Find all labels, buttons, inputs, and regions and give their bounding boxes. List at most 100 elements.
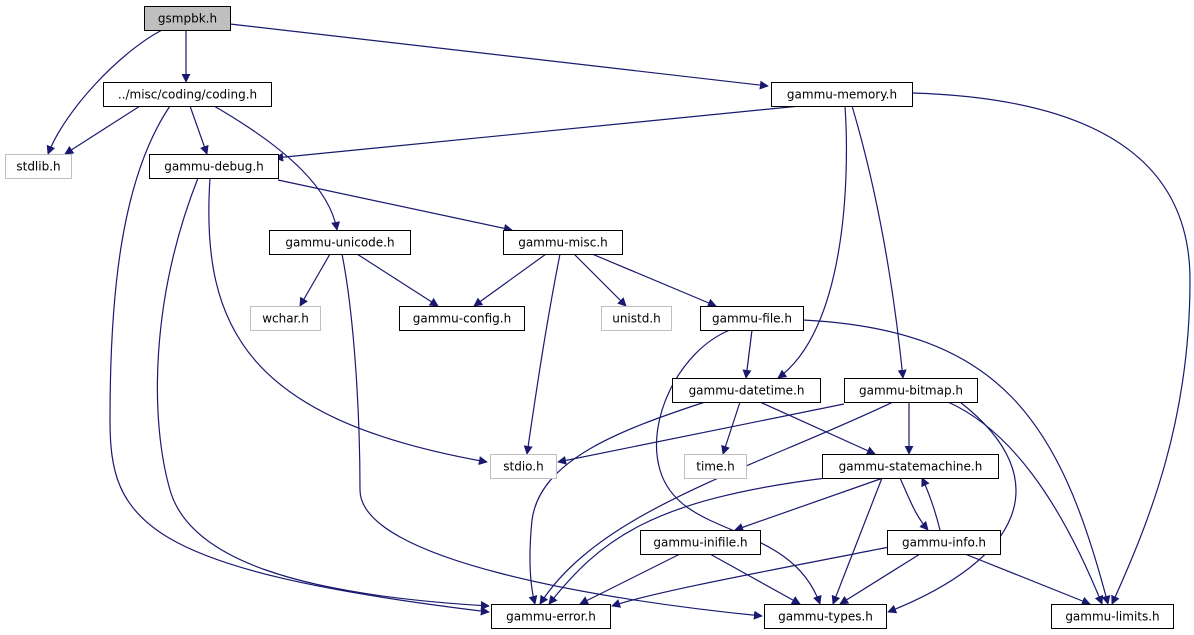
edge-info-to-error bbox=[611, 546, 890, 608]
node-box-coding bbox=[103, 82, 272, 107]
node-label-limits: gammu-limits.h bbox=[1065, 610, 1159, 624]
edge-datetime-to-error bbox=[528, 401, 706, 605]
edge-info-to-types bbox=[839, 553, 921, 605]
node-label-statemachine: gammu-statemachine.h bbox=[839, 460, 983, 474]
node-label-coding: ../misc/coding/coding.h bbox=[118, 88, 257, 102]
node-inifile[interactable]: gammu-inifile.h bbox=[640, 530, 761, 555]
edge-inifile-to-error bbox=[579, 553, 681, 605]
edge-coding-to-error bbox=[109, 105, 490, 616]
edge-coding-to-stdlib bbox=[64, 105, 141, 155]
nodes-layer: gsmpbk.h ../misc/coding/coding.h gammu-mem… bbox=[5, 6, 1174, 629]
node-label-file: gammu-file.h bbox=[712, 312, 792, 326]
edge-debug-to-stdio bbox=[208, 177, 488, 466]
node-label-misc: gammu-misc.h bbox=[518, 236, 608, 250]
node-limits[interactable]: gammu-limits.h bbox=[1051, 604, 1174, 629]
node-box-debug bbox=[149, 154, 279, 179]
node-box-unistd bbox=[601, 306, 672, 331]
edge-debug-to-error bbox=[156, 177, 490, 611]
node-label-stdlib: stdlib.h bbox=[16, 160, 60, 174]
edge-info-to-statemachine bbox=[921, 477, 941, 531]
edge-gsmpbk-to-stdlib bbox=[46, 29, 163, 155]
node-label-gsmpbk: gsmpbk.h bbox=[158, 12, 217, 26]
edge-misc-to-stdio bbox=[523, 253, 561, 455]
node-box-time bbox=[684, 454, 747, 479]
edge-statemachine-to-info bbox=[899, 477, 929, 531]
node-box-memory bbox=[771, 82, 913, 107]
node-file[interactable]: gammu-file.h bbox=[700, 306, 804, 331]
edges-layer bbox=[46, 23, 1191, 620]
node-label-config: gammu-config.h bbox=[413, 312, 511, 326]
edge-memory-to-bitmap bbox=[851, 105, 907, 379]
node-label-inifile: gammu-inifile.h bbox=[653, 536, 747, 550]
node-label-unicode: gammu-unicode.h bbox=[285, 236, 394, 250]
edge-info-to-limits bbox=[964, 553, 1091, 606]
node-box-stdlib bbox=[5, 154, 72, 179]
edge-file-to-types bbox=[655, 329, 822, 605]
edge-datetime-to-statemachine bbox=[759, 401, 876, 455]
node-label-info: gammu-info.h bbox=[902, 536, 986, 550]
node-box-wchar bbox=[250, 306, 321, 331]
edge-inifile-to-types bbox=[709, 553, 801, 605]
node-label-debug: gammu-debug.h bbox=[164, 160, 264, 174]
edge-bitmap-to-error bbox=[539, 401, 894, 605]
node-label-bitmap: gammu-bitmap.h bbox=[859, 384, 963, 398]
node-label-unistd: unistd.h bbox=[612, 312, 661, 326]
edge-statemachine-to-types bbox=[831, 477, 883, 605]
node-label-datetime: gammu-datetime.h bbox=[689, 384, 805, 398]
node-time[interactable]: time.h bbox=[684, 454, 747, 479]
node-label-wchar: wchar.h bbox=[262, 312, 309, 326]
node-box-misc bbox=[503, 230, 623, 255]
edge-memory-to-datetime bbox=[777, 105, 848, 379]
node-debug[interactable]: gammu-debug.h bbox=[149, 154, 279, 179]
node-unistd[interactable]: unistd.h bbox=[601, 306, 672, 331]
node-box-statemachine bbox=[822, 454, 999, 479]
edge-memory-to-debug bbox=[274, 105, 801, 162]
node-label-error: gammu-error.h bbox=[506, 610, 596, 624]
edge-statemachine-to-inifile bbox=[734, 477, 884, 532]
edge-unicode-to-types bbox=[341, 253, 763, 620]
node-box-inifile bbox=[640, 530, 761, 555]
edge-coding-to-unicode bbox=[213, 105, 341, 231]
node-bitmap[interactable]: gammu-bitmap.h bbox=[844, 378, 978, 403]
edge-misc-to-file bbox=[591, 253, 717, 308]
node-box-types bbox=[764, 604, 887, 629]
node-box-bitmap bbox=[844, 378, 978, 403]
edge-memory-to-limits bbox=[911, 92, 1191, 605]
node-label-types: gammu-types.h bbox=[778, 610, 873, 624]
node-coding[interactable]: ../misc/coding/coding.h bbox=[103, 82, 272, 107]
node-box-config bbox=[399, 306, 525, 331]
edge-unicode-to-config bbox=[356, 253, 439, 307]
node-gsmpbk[interactable]: gsmpbk.h bbox=[144, 6, 231, 31]
node-info[interactable]: gammu-info.h bbox=[887, 530, 1001, 555]
edge-bitmap-to-types bbox=[887, 401, 1017, 614]
edge-coding-to-debug bbox=[189, 105, 209, 155]
node-label-memory: gammu-memory.h bbox=[787, 88, 897, 102]
edge-file-to-datetime bbox=[742, 329, 753, 379]
node-box-unicode bbox=[269, 230, 411, 255]
node-misc[interactable]: gammu-misc.h bbox=[503, 230, 623, 255]
edge-misc-to-config bbox=[473, 253, 547, 307]
node-label-stdio: stdio.h bbox=[503, 460, 543, 474]
node-stdlib[interactable]: stdlib.h bbox=[5, 154, 72, 179]
node-types[interactable]: gammu-types.h bbox=[764, 604, 887, 629]
node-stdio[interactable]: stdio.h bbox=[490, 454, 557, 479]
edge-bitmap-to-limits bbox=[947, 401, 1104, 605]
node-box-limits bbox=[1051, 604, 1174, 629]
node-statemachine[interactable]: gammu-statemachine.h bbox=[822, 454, 999, 479]
node-error[interactable]: gammu-error.h bbox=[491, 604, 611, 629]
node-config[interactable]: gammu-config.h bbox=[399, 306, 525, 331]
node-box-gsmpbk bbox=[144, 6, 231, 31]
node-datetime[interactable]: gammu-datetime.h bbox=[672, 378, 821, 403]
node-wchar[interactable]: wchar.h bbox=[250, 306, 321, 331]
node-box-info bbox=[887, 530, 1001, 555]
edge-bitmap-to-stdio bbox=[557, 403, 845, 465]
node-memory[interactable]: gammu-memory.h bbox=[771, 82, 913, 107]
edge-statemachine-to-error bbox=[548, 477, 827, 605]
node-label-time: time.h bbox=[696, 460, 735, 474]
edge-datetime-to-time bbox=[721, 401, 741, 455]
node-unicode[interactable]: gammu-unicode.h bbox=[269, 230, 411, 255]
node-box-stdio bbox=[490, 454, 557, 479]
edge-misc-to-unistd bbox=[573, 253, 627, 307]
node-box-datetime bbox=[672, 378, 821, 403]
